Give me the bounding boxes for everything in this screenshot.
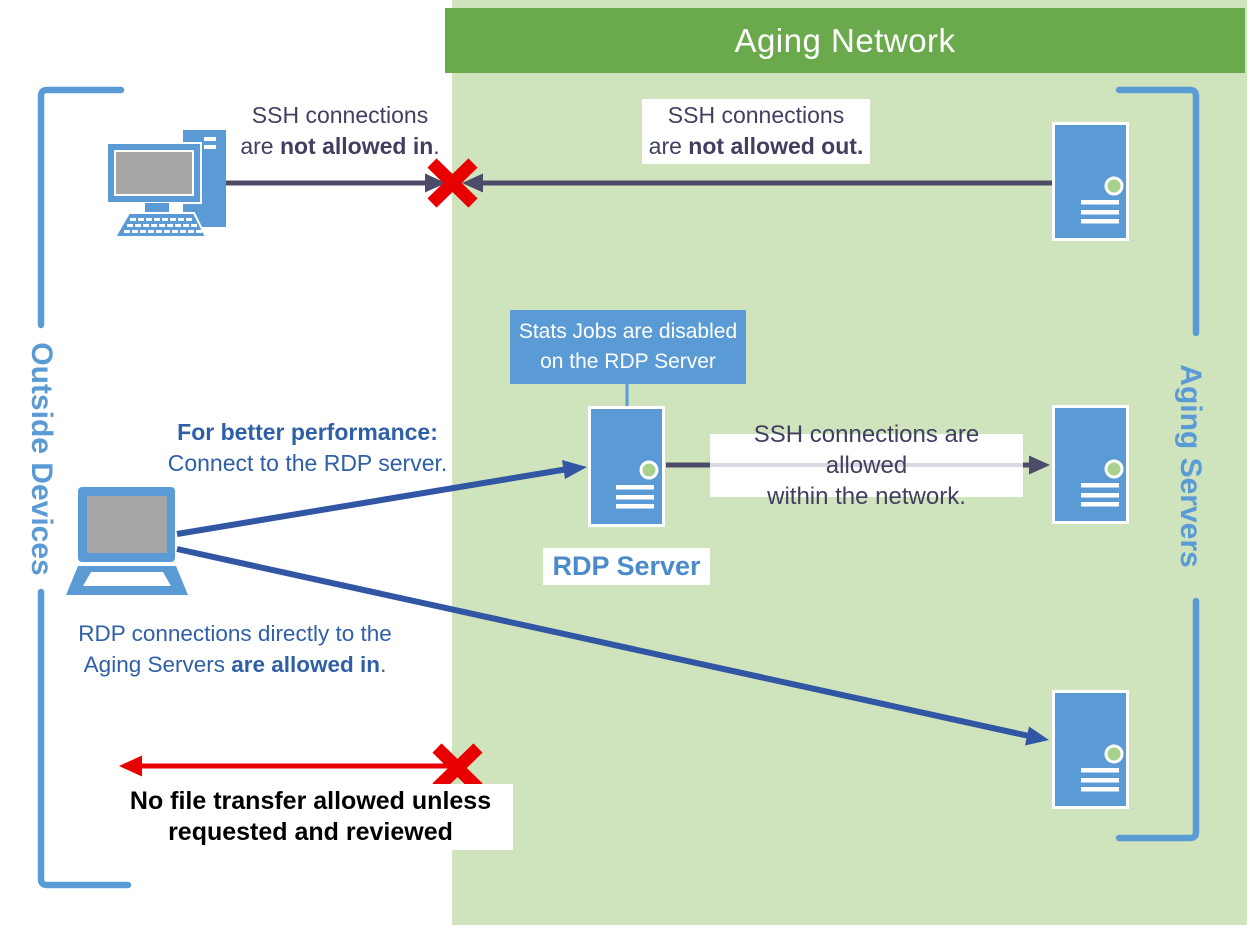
ssh-in-note: SSH connections are not allowed in. bbox=[240, 102, 440, 159]
stats-jobs-callout: Stats Jobs are disabled on the RDP Serve… bbox=[510, 310, 746, 384]
server-icon-middle bbox=[1052, 405, 1129, 524]
arrow-showthrough bbox=[710, 463, 1023, 467]
outside-devices-label: Outside Devices bbox=[25, 342, 58, 576]
no-file-transfer-note: No file transfer allowed unless requeste… bbox=[108, 784, 513, 850]
rdp-server-icon bbox=[588, 406, 665, 527]
desktop-computer-icon bbox=[106, 130, 226, 238]
rdp-direct-note: RDP connections directly to the Aging Se… bbox=[78, 621, 392, 677]
ssh-out-note: SSH connections are not allowed out. bbox=[642, 99, 870, 164]
aging-network-banner: Aging Network bbox=[445, 8, 1245, 73]
server-icon-top bbox=[1052, 122, 1129, 241]
performance-note: For better performance: Connect to the R… bbox=[167, 419, 448, 476]
laptop-icon bbox=[66, 487, 188, 595]
file-transfer-arrow bbox=[119, 755, 452, 777]
server-icon-bottom bbox=[1052, 690, 1129, 809]
diagram-title: Aging Network bbox=[734, 21, 956, 59]
ssh-in-arrow bbox=[223, 173, 446, 193]
ssh-within-note: SSH connections are allowed within the n… bbox=[710, 421, 1023, 510]
rdp-server-label: RDP Server bbox=[543, 548, 710, 585]
aging-servers-label: Aging Servers bbox=[1174, 364, 1207, 568]
